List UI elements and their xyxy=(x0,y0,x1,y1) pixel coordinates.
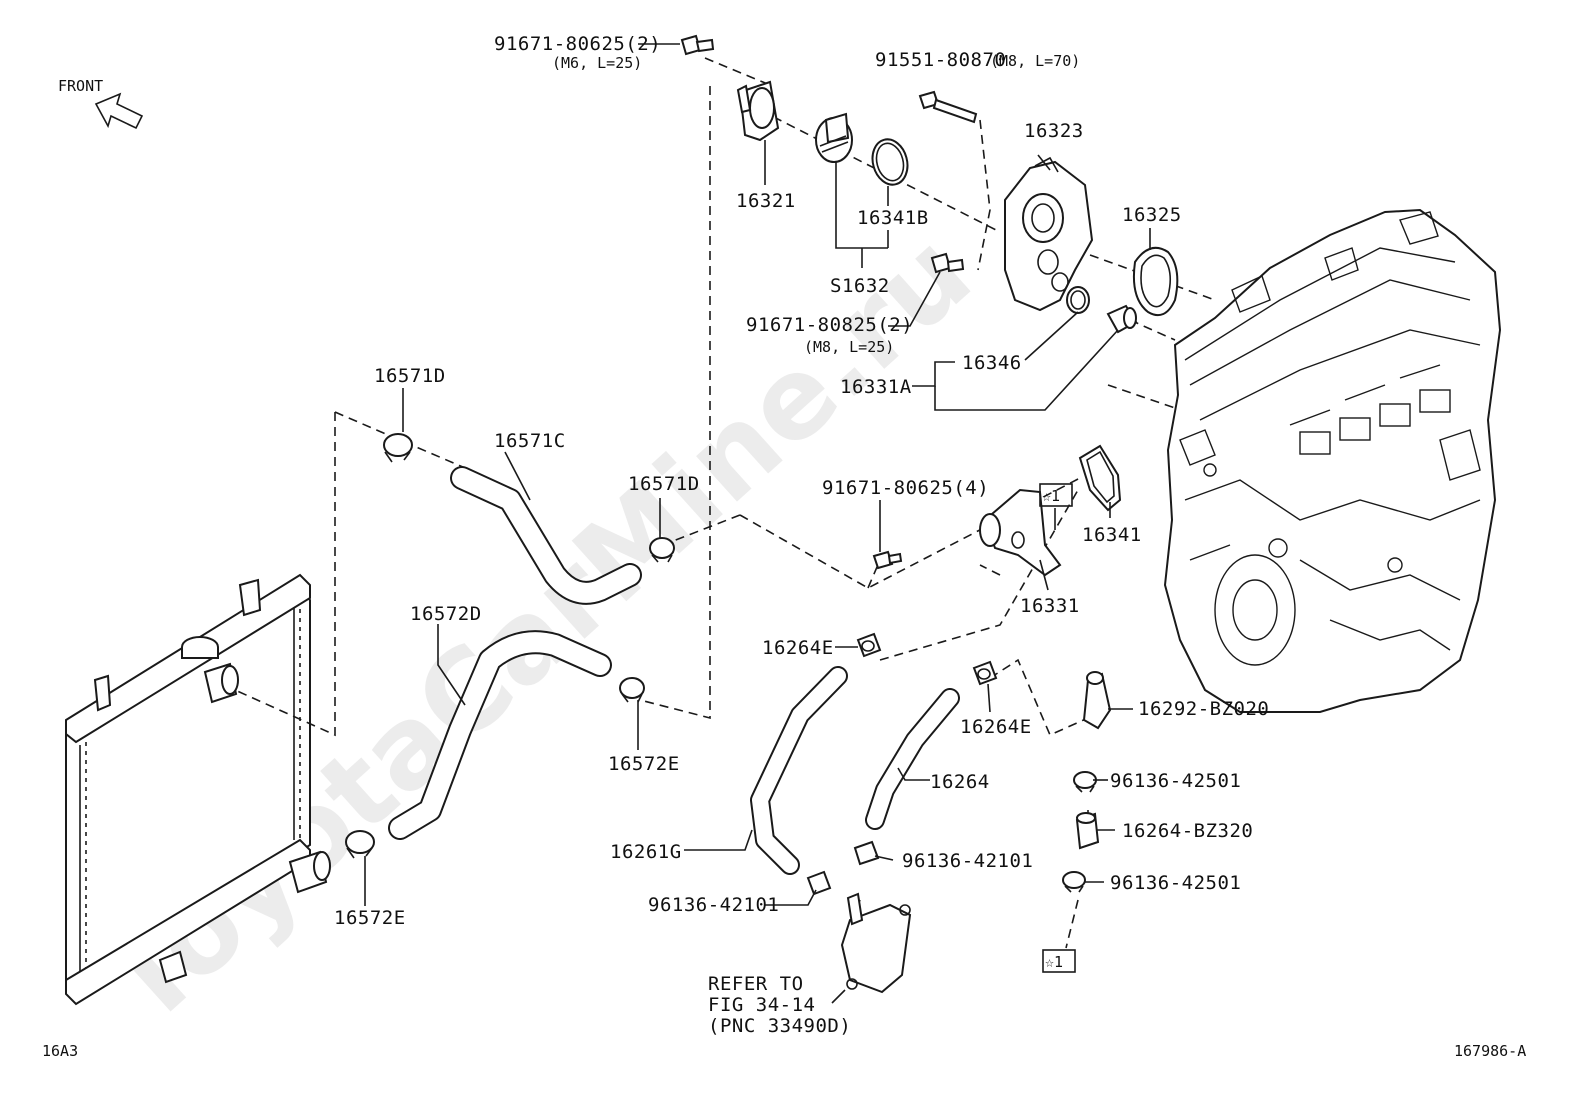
label-clip-b: 96136-42501 xyxy=(1110,872,1241,894)
o-ring-16346 xyxy=(1066,286,1090,314)
clamp-hose-b-icon xyxy=(972,660,998,686)
label-upper-hose: 16571C xyxy=(494,430,566,452)
label-bypass-pipe-set: 16331A xyxy=(840,376,912,398)
thermostat-housing-16323 xyxy=(1004,156,1094,312)
clip-a-icon xyxy=(1073,771,1097,793)
label-clamp-upper-right: 16571D xyxy=(628,473,700,495)
housing-gasket-16325 xyxy=(1132,246,1179,316)
callout-box-upper: ☆1 xyxy=(1039,483,1073,507)
label-clamp-hose-a: 16264E xyxy=(762,637,834,659)
front-arrow-icon xyxy=(94,92,144,130)
short-hose-icon xyxy=(1075,812,1100,850)
thermostat-gasket xyxy=(871,138,909,186)
label-thermostat-set: S1632 xyxy=(830,275,890,297)
label-clip-d: 96136-42101 xyxy=(648,894,779,916)
label-lower-hose: 16572D xyxy=(410,603,482,625)
label-short-hose: 16264-BZ320 xyxy=(1122,820,1253,842)
label-clip-a: 96136-42501 xyxy=(1110,770,1241,792)
outlet-gasket-16341 xyxy=(1078,444,1122,512)
heater-hose-16261G xyxy=(750,666,848,875)
clip-c-icon xyxy=(853,840,880,866)
bolt-outlet xyxy=(872,550,903,570)
refer-note-line-2: FIG 34-14 xyxy=(708,994,815,1016)
leader-lines xyxy=(364,43,1151,1004)
label-bolt-mid: 91671-80825(2) xyxy=(746,314,913,336)
label-stud-bolt-spec: (M8, L=70) xyxy=(990,52,1080,70)
water-outlet-16331 xyxy=(979,488,1062,577)
label-bolt-top: 91671-80625(2) xyxy=(494,33,661,55)
refer-note-line-3: (PNC 33490D) xyxy=(708,1015,851,1037)
label-bolt-top-spec: (M6, L=25) xyxy=(552,54,642,72)
thermostat xyxy=(815,112,853,163)
part-labels: 91671-80625(2) (M6, L=25) 91551-80870 (M… xyxy=(42,33,1526,1060)
bolt-mid xyxy=(930,252,965,274)
lower-hose-16572D xyxy=(388,630,612,840)
label-clamp-hose-b: 16264E xyxy=(960,716,1032,738)
bypass-hose-16264 xyxy=(865,688,960,830)
label-clip-c: 96136-42101 xyxy=(902,850,1033,872)
label-clamp-lower-mid: 16572E xyxy=(608,753,680,775)
radiator xyxy=(65,573,331,1006)
clamp-lower-left-icon xyxy=(345,830,375,859)
label-clamp-lower-left: 16572E xyxy=(334,907,406,929)
bypass-fitting-16331A xyxy=(1106,304,1138,334)
clamp-upper-right-icon xyxy=(649,537,675,563)
label-heater-hose: 16261G xyxy=(610,841,682,863)
figure-code: 16A3 xyxy=(42,1042,78,1060)
hose-fitting-icon xyxy=(1082,671,1112,730)
label-o-ring: 16346 xyxy=(962,352,1022,374)
label-thermostat-gasket: 16341B xyxy=(857,207,929,229)
clamp-lower-mid-icon xyxy=(619,677,645,703)
label-thermostat-housing: 16323 xyxy=(1024,120,1084,142)
stud-bolt xyxy=(918,90,978,124)
upper-hose-16571C xyxy=(450,466,642,605)
label-bypass-hose: 16264 xyxy=(930,771,990,793)
clip-b-icon xyxy=(1062,871,1086,893)
water-inlet-16321 xyxy=(736,80,780,142)
bolt-top xyxy=(680,34,715,56)
label-clamp-upper-left: 16571D xyxy=(374,365,446,387)
oil-cooler xyxy=(840,892,912,994)
label-water-inlet: 16321 xyxy=(736,190,796,212)
svg-text:☆1: ☆1 xyxy=(1042,487,1060,505)
clamp-hose-a-icon xyxy=(856,632,882,658)
label-hose-fitting: 16292-BZ020 xyxy=(1138,698,1269,720)
engine-block xyxy=(1163,208,1502,713)
label-bolt-mid-spec: (M8, L=25) xyxy=(804,338,894,356)
front-label: FRONT xyxy=(58,77,103,95)
svg-text:☆1: ☆1 xyxy=(1045,953,1063,971)
callout-box-lower: ☆1 xyxy=(1042,949,1076,973)
clamp-upper-left-icon xyxy=(383,433,413,463)
label-outlet-gasket: 16341 xyxy=(1082,524,1142,546)
label-stud-bolt: 91551-80870 xyxy=(875,49,1006,71)
label-bolt-outlet: 91671-80625(4) xyxy=(822,477,989,499)
label-housing-gasket: 16325 xyxy=(1122,204,1182,226)
clip-d-icon xyxy=(806,870,832,896)
illustration-id: 167986-A xyxy=(1454,1042,1526,1060)
refer-note-line-1: REFER TO xyxy=(708,973,804,995)
label-water-outlet: 16331 xyxy=(1020,595,1080,617)
